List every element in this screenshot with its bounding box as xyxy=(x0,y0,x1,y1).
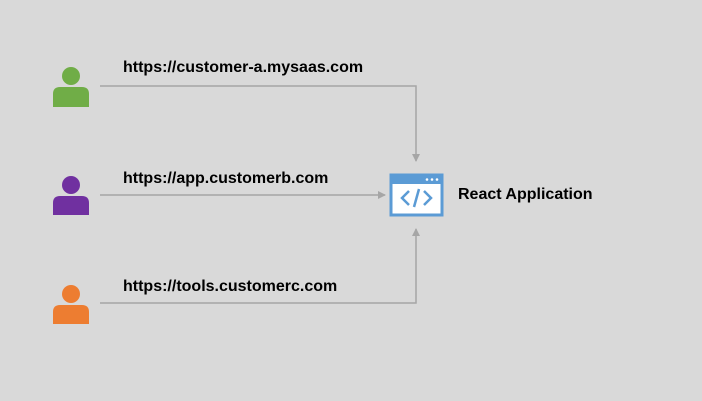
url-customer-a: https://customer-a.mysaas.com xyxy=(123,59,364,76)
app-label: React Application xyxy=(458,186,593,203)
url-customer-b: https://app.customerb.com xyxy=(123,170,329,187)
connector-customer-c xyxy=(100,228,420,304)
user-icon-customer-c xyxy=(53,285,89,324)
user-icon-customer-a xyxy=(53,67,89,107)
code-window-icon xyxy=(389,173,444,217)
user-icon-customer-b xyxy=(53,176,89,215)
connector-customer-a xyxy=(100,85,420,162)
url-customer-c: https://tools.customerc.com xyxy=(123,278,338,295)
